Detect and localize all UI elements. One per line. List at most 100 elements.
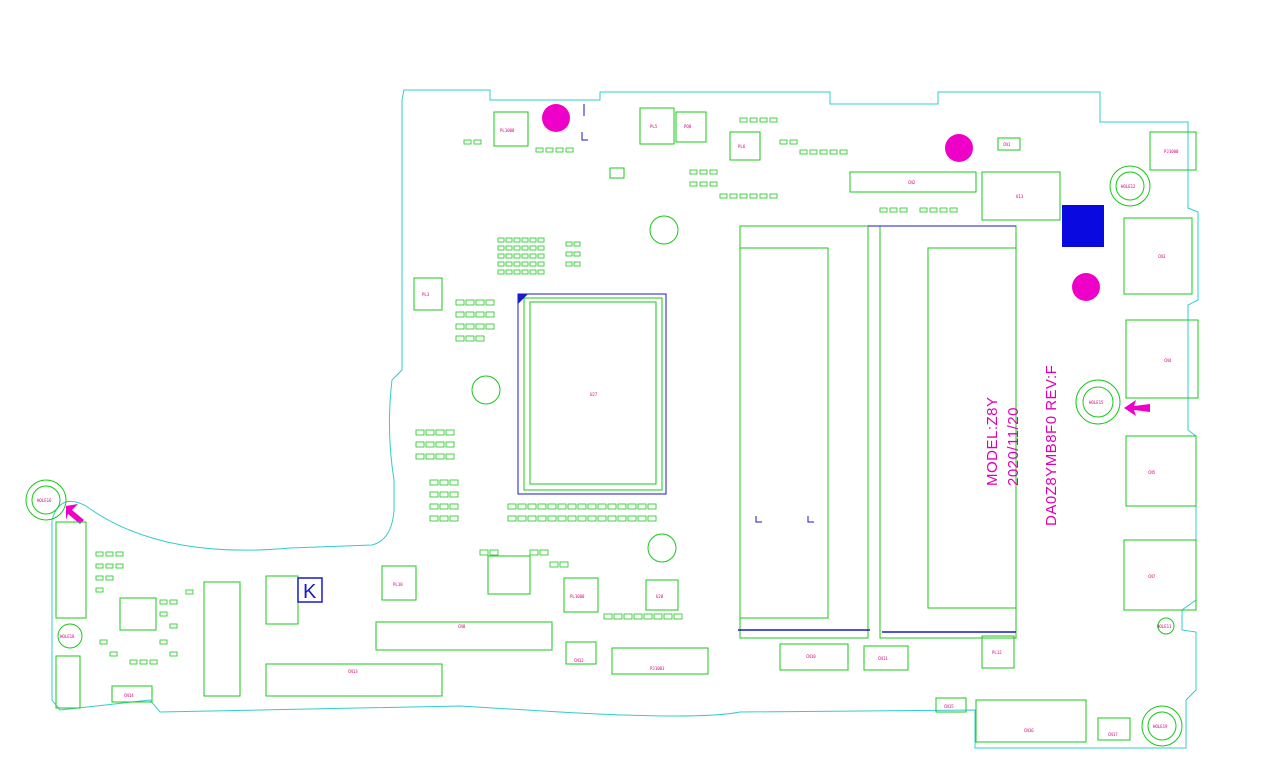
- dimm-slot-left: [739, 225, 869, 639]
- connector-label-pj1000: PJ1000: [1164, 149, 1179, 154]
- connector-cn7: [1123, 539, 1197, 611]
- chip-pl1000-top: [493, 111, 529, 147]
- connector-pj1001: [611, 647, 709, 675]
- cpu-outline: [517, 293, 667, 495]
- chip-blue-pad: [1062, 205, 1104, 247]
- date-text: 2020/11/20: [1005, 407, 1022, 486]
- chip-label-pl12: PL12: [992, 650, 1002, 655]
- connector-label-cn7: CN7: [1148, 574, 1156, 579]
- connector-label-cn3: CN3: [1158, 254, 1166, 259]
- connector-cn13: [265, 663, 443, 697]
- cpu-die: [529, 301, 657, 485]
- chip-label-pl10: PL10: [393, 582, 403, 587]
- corner-brackets: [581, 104, 814, 523]
- connector-cn1: [997, 137, 1021, 151]
- connector-side: [265, 575, 299, 625]
- chip-q18: [609, 167, 625, 179]
- passive-array-bottom: [479, 503, 683, 620]
- connector-cn8: [375, 621, 553, 651]
- mounting-hole-18: HOLE18: [57, 623, 83, 649]
- dimm-slot-right-inner: [927, 247, 1017, 609]
- hole-label-15: HOLE15: [1089, 400, 1104, 405]
- connector-label-cn4: CN4: [1164, 358, 1172, 363]
- mounting-hole-11: HOLE11: [1157, 617, 1175, 635]
- connector-cn5: [1125, 435, 1197, 507]
- chip-pq8: [675, 111, 707, 143]
- hole-label-18: HOLE18: [60, 634, 75, 639]
- mounting-hole-16: HOLE16: [25, 479, 67, 521]
- silk-mark-text: K: [303, 581, 317, 603]
- fiducial-mark: [1072, 273, 1100, 301]
- chip-label-pl6: PL6: [738, 144, 746, 149]
- chip-pl3: [413, 277, 443, 311]
- dimm-slot-left-inner: [739, 247, 829, 619]
- chip-pl6: [729, 131, 761, 161]
- mounting-hole-15: HOLE15: [1075, 379, 1121, 425]
- connector-cn16: [975, 699, 1087, 743]
- chip-label-u20: U20: [656, 594, 664, 599]
- arrow-marker: [66, 504, 84, 524]
- passive-array-left-region: [95, 551, 194, 665]
- chip-label-pl1000: PL1000: [570, 594, 585, 599]
- connector-label-cn5: CN5: [1148, 470, 1156, 475]
- connector-cn14: [111, 685, 153, 703]
- pin1-marker: [518, 294, 528, 304]
- test-point: [471, 375, 501, 405]
- connector-cn4: [1125, 319, 1199, 399]
- connector-label-cn12: CN12: [574, 658, 584, 663]
- hole-label-12: HOLE12: [1121, 184, 1136, 189]
- arrow-marker: [1124, 400, 1150, 416]
- connector-cn2: [849, 171, 977, 193]
- chip-u18: [119, 597, 157, 631]
- chip-u13: [981, 171, 1061, 221]
- connector-label-cn8: CN8: [458, 624, 466, 629]
- revision-text: DA0Z8YMB8F0 REV:F: [1043, 365, 1060, 526]
- connector-cn17: [1097, 717, 1131, 741]
- mounting-hole-19: HOLE19: [1141, 705, 1183, 747]
- connector-label-cn1: CN1: [1003, 142, 1011, 147]
- chip-label-pl3: PL3: [422, 292, 430, 297]
- passive-array-top: [463, 117, 958, 213]
- board-outline: [51, 89, 1199, 749]
- chip-large-block: [487, 555, 531, 595]
- connector-label-pj1001: PJ1001: [650, 666, 665, 671]
- connector-label-cn14: CN14: [124, 693, 134, 698]
- chip-pl5: [639, 107, 675, 145]
- connector-cn3: [1123, 217, 1193, 295]
- chip-u17: [203, 581, 241, 697]
- connector-label-cn2: CN2: [908, 180, 916, 185]
- fiducial-mark: [945, 134, 973, 162]
- chip-u20: [645, 579, 679, 611]
- chip-pl1000: [563, 577, 599, 613]
- model-text: MODEL:Z8Y: [984, 396, 1001, 486]
- passive-array-cpu-left: [415, 299, 495, 522]
- chip-label-u27: U27: [590, 392, 598, 397]
- connector-label-cn16: CN16: [1024, 728, 1034, 733]
- silk-mark-k: K: [297, 577, 323, 603]
- hole-label-19: HOLE19: [1153, 724, 1168, 729]
- chip-label-pl1000-top: PL1000: [500, 128, 515, 133]
- fiducial-mark: [542, 104, 570, 132]
- connector-cn10: [779, 643, 849, 671]
- test-point: [649, 215, 679, 245]
- mounting-hole-12: HOLE12: [1109, 165, 1151, 207]
- connector-pj1000: [1149, 131, 1197, 171]
- chip-label-u13: U13: [1016, 194, 1024, 199]
- connector-side-bottom: [55, 655, 81, 709]
- connector-label-cn11: CN11: [878, 656, 888, 661]
- connector-label-cn10: CN10: [806, 654, 816, 659]
- board-text-group: MODEL:Z8Y 2020/11/20 DA0Z8YMB8F0 REV:F: [984, 365, 1060, 526]
- connector-label-cn15: CN15: [944, 704, 954, 709]
- passive-array-left: [497, 237, 581, 275]
- chip-pl10: [381, 565, 417, 601]
- chip-label-pl5: PL5: [650, 124, 658, 129]
- connector-cn6: [55, 521, 87, 619]
- hole-label-16: HOLE16: [37, 498, 52, 503]
- connector-label-cn13: CN13: [348, 669, 358, 674]
- chip-pl12: [981, 635, 1015, 669]
- connector-cn12: [565, 641, 597, 665]
- test-point: [647, 533, 677, 563]
- connector-label-cn17: CN17: [1108, 732, 1118, 737]
- connector-cn15: [935, 697, 967, 713]
